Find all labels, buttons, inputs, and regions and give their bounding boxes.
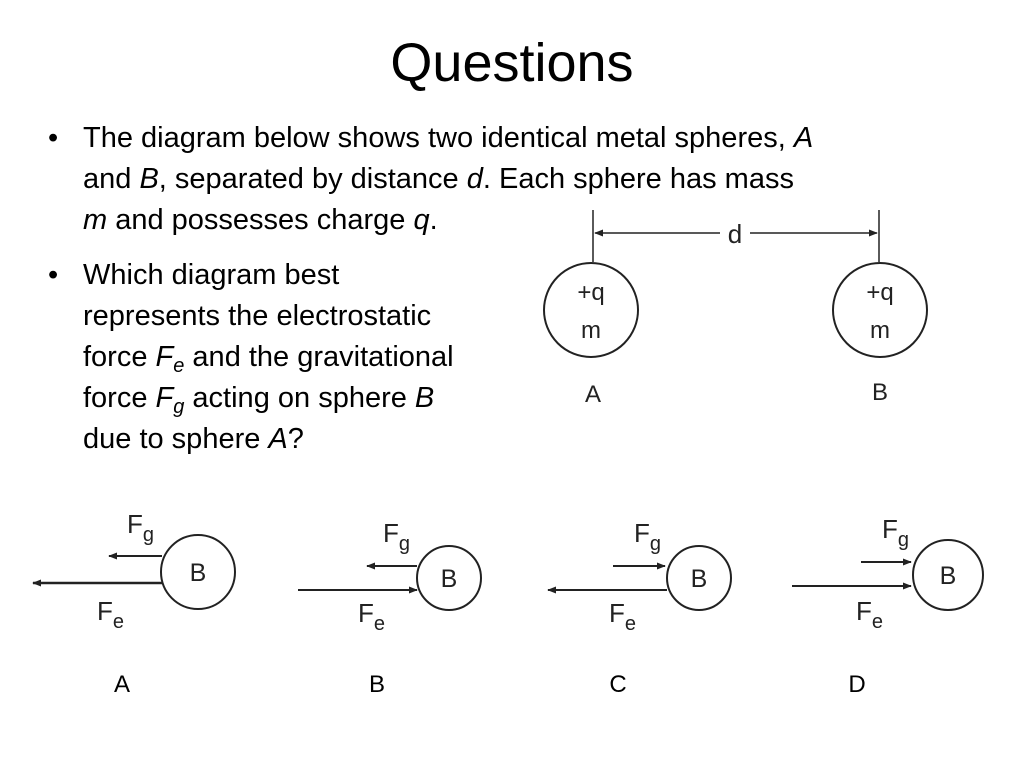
- text-run: ?: [287, 423, 304, 455]
- italic-run: F: [155, 382, 174, 414]
- option-c-fe-label: Fe: [609, 598, 636, 635]
- bullet-dot: •: [48, 259, 59, 291]
- option-a-fg-label: Fg: [127, 509, 154, 546]
- italic-run: B: [414, 382, 435, 414]
- option-d-sphere-label: B: [940, 562, 957, 590]
- text-run: and: [83, 163, 140, 195]
- text-line: due to sphere A?: [83, 419, 553, 460]
- option-label-c[interactable]: C: [609, 671, 627, 698]
- bullet-dot: •: [48, 122, 59, 154]
- option-d-fg-label: Fg: [882, 514, 909, 551]
- sphere-b: [832, 262, 928, 358]
- text-run: force: [83, 382, 156, 414]
- text-line: The diagram below shows two identical me…: [83, 118, 963, 159]
- italic-run: F: [155, 341, 174, 373]
- sphere-b-charge: +q: [866, 279, 893, 306]
- text-line: Which diagram best: [83, 259, 340, 291]
- option-c-sphere: [666, 545, 732, 611]
- text-run: acting on sphere: [184, 382, 415, 414]
- italic-run: B: [139, 163, 159, 195]
- italic-run: A: [268, 423, 288, 455]
- sphere-b-mass: m: [870, 317, 890, 344]
- option-diagram-b: B Fg Fe: [298, 518, 482, 635]
- subscript-run: e: [173, 355, 185, 377]
- subscript-run: g: [173, 396, 185, 418]
- text-run: and possesses charge: [107, 204, 414, 236]
- option-label-d[interactable]: D: [848, 671, 866, 698]
- text-run: . Each sphere has mass: [482, 163, 794, 195]
- option-label-b[interactable]: B: [368, 671, 385, 698]
- italic-run: m: [83, 204, 108, 236]
- text-run: force: [83, 341, 156, 373]
- italic-run: q: [413, 204, 430, 236]
- sphere-a-mass: m: [581, 317, 601, 344]
- option-b-sphere-label: B: [441, 565, 458, 593]
- option-label-a[interactable]: A: [113, 671, 130, 698]
- option-b-fe-label: Fe: [358, 598, 385, 635]
- slide-title: Questions: [390, 33, 634, 93]
- text-run: .: [429, 204, 438, 236]
- option-b-fg-label: Fg: [383, 518, 410, 555]
- sphere-b-label: B: [872, 379, 888, 406]
- text-run: due to sphere: [83, 423, 269, 455]
- text-line: force Fe and the gravitational: [83, 337, 553, 378]
- option-c-fg-label: Fg: [634, 518, 661, 555]
- text-line: and B, separated by distance d. Each sph…: [83, 159, 963, 200]
- sphere-a-charge: +q: [577, 279, 604, 306]
- text-line: represents the electrostatic: [83, 300, 432, 332]
- option-diagram-a: B Fg Fe: [32, 509, 236, 633]
- option-c-sphere-label: B: [691, 565, 708, 593]
- bullet-text: Which diagram best represents the electr…: [83, 255, 553, 460]
- sphere-a: [543, 262, 639, 358]
- option-a-sphere: [160, 534, 236, 610]
- italic-run: A: [793, 122, 814, 154]
- bullet-question-setup: • The diagram below shows two identical …: [48, 118, 968, 248]
- option-a-sphere-label: B: [190, 559, 207, 587]
- option-b-sphere: [416, 545, 482, 611]
- italic-run: d: [466, 163, 483, 195]
- option-d-fe-label: Fe: [856, 596, 883, 633]
- text-run: The diagram below shows two identical me…: [83, 122, 794, 154]
- text-line: force Fg acting on sphere B: [83, 378, 553, 419]
- bullet-question: • Which diagram best represents the elec…: [48, 255, 548, 465]
- distance-label: d: [728, 219, 742, 249]
- sphere-a-label: A: [585, 381, 601, 408]
- bullet-text: The diagram below shows two identical me…: [83, 118, 963, 241]
- text-run: , separated by distance: [158, 163, 467, 195]
- text-line: m and possesses charge q.: [83, 200, 963, 241]
- option-diagram-d: B Fg Fe: [792, 514, 984, 633]
- option-diagram-c: B Fg Fe: [547, 518, 732, 635]
- text-run: and the gravitational: [184, 341, 454, 373]
- option-d-sphere: [912, 539, 984, 611]
- option-a-fe-label: Fe: [97, 596, 124, 633]
